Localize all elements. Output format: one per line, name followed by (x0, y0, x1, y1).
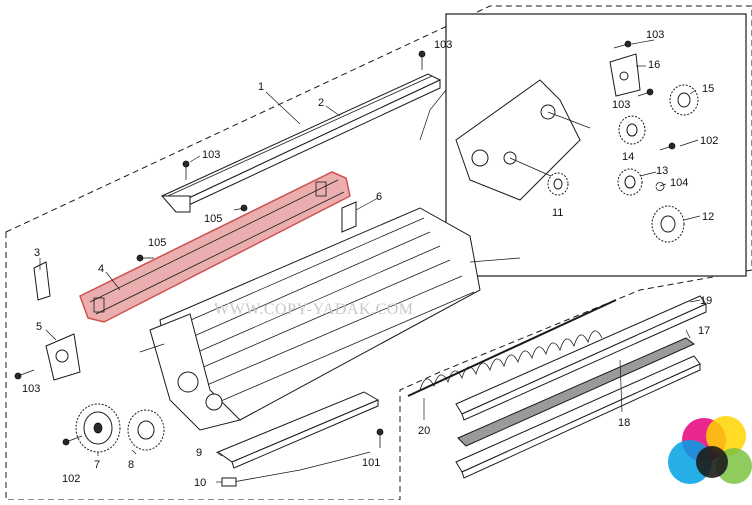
callout-labels: 1 2 3 4 5 6 7 8 9 10 11 12 13 14 15 16 1… (22, 29, 718, 489)
leader-lines (39, 39, 701, 483)
gear-14 (618, 115, 646, 145)
gear-13 (617, 168, 643, 196)
callout-label: 8 (128, 459, 134, 471)
inset-screws (613, 40, 676, 191)
callout-label: 103 (22, 383, 40, 395)
callout-label: 105 (148, 237, 166, 249)
cable-clip (221, 477, 237, 487)
callout-label: 12 (702, 211, 714, 223)
callout-label: 7 (94, 459, 100, 471)
callout-label: 18 (618, 417, 630, 429)
seal-strip-17 (457, 337, 695, 447)
inset-bracket-16 (609, 53, 641, 97)
watermark-text: WWW.COPY-YADAK.COM (214, 301, 414, 318)
callout-label: 2 (318, 97, 324, 109)
callout-label: 20 (418, 425, 430, 437)
callout-label: 102 (700, 135, 718, 147)
callout-label: 14 (622, 151, 634, 163)
callout-label: 103 (612, 99, 630, 111)
cable (221, 451, 371, 485)
callout-label: 13 (656, 165, 668, 177)
callout-label: 104 (670, 177, 688, 189)
gear-11 (547, 172, 569, 196)
main-frame (139, 207, 521, 431)
callout-label: 11 (552, 207, 563, 219)
callout-label: 3 (34, 247, 40, 259)
inset-mechanism (455, 79, 591, 201)
callout-label: 19 (700, 295, 712, 307)
e-ring-icon (655, 182, 665, 191)
left-bracket (33, 261, 51, 301)
callout-label: 17 (698, 325, 710, 337)
callout-label: 6 (376, 191, 382, 203)
highlighted-bracket (79, 171, 351, 323)
gear-8 (127, 409, 165, 451)
callout-label: 103 (646, 29, 664, 41)
inset-leader (419, 89, 447, 141)
callout-label: 105 (204, 213, 222, 225)
lower-frame-19 (455, 295, 707, 421)
base-plate (216, 391, 380, 469)
gear-12 (651, 205, 685, 243)
auger-shaft (407, 299, 617, 397)
callout-label: 4 (98, 263, 104, 275)
side-bracket (45, 333, 81, 381)
callout-label: 10 (194, 477, 206, 489)
gear-15 (669, 84, 699, 116)
callout-label: 1 (258, 81, 264, 93)
gear-7 (75, 403, 121, 453)
callout-label: 9 (196, 447, 202, 459)
callout-label: 5 (36, 321, 42, 333)
callout-label: 102 (62, 473, 80, 485)
callout-label: 15 (702, 83, 714, 95)
small-plate (341, 201, 357, 233)
top-rail (160, 73, 442, 213)
callout-label: 103 (434, 39, 452, 51)
screw-icons (14, 50, 426, 448)
callout-label: 101 (362, 457, 380, 469)
lower-frame-18 (455, 355, 701, 479)
callout-label: 16 (648, 59, 660, 71)
logo-icon (668, 416, 752, 484)
callout-label: 103 (202, 149, 220, 161)
